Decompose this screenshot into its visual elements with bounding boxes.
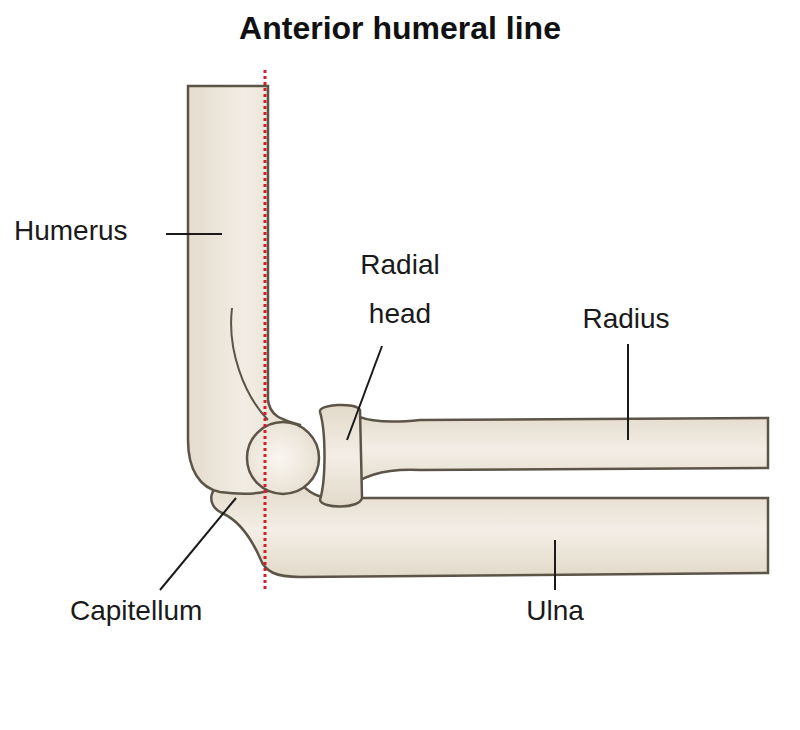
leader-line [166,233,222,235]
part-label: Capitellum [70,594,250,628]
part-label: Humerus [14,214,164,248]
radial-head-bone [320,405,362,507]
diagram-title: Anterior humeral line [0,10,800,47]
radius-bone [345,410,768,490]
leader-line [627,344,629,440]
part-label: Radial head [335,240,465,338]
supracondylar-ridge [231,308,268,420]
anterior-humeral-line [264,70,267,592]
ulna-bone [211,482,768,577]
capitellum-bone [247,422,319,494]
leader-line [554,540,556,590]
part-label: Radius [556,302,696,336]
leader-line [160,498,236,590]
leader-line [347,346,382,440]
part-label: Ulna [485,594,625,628]
